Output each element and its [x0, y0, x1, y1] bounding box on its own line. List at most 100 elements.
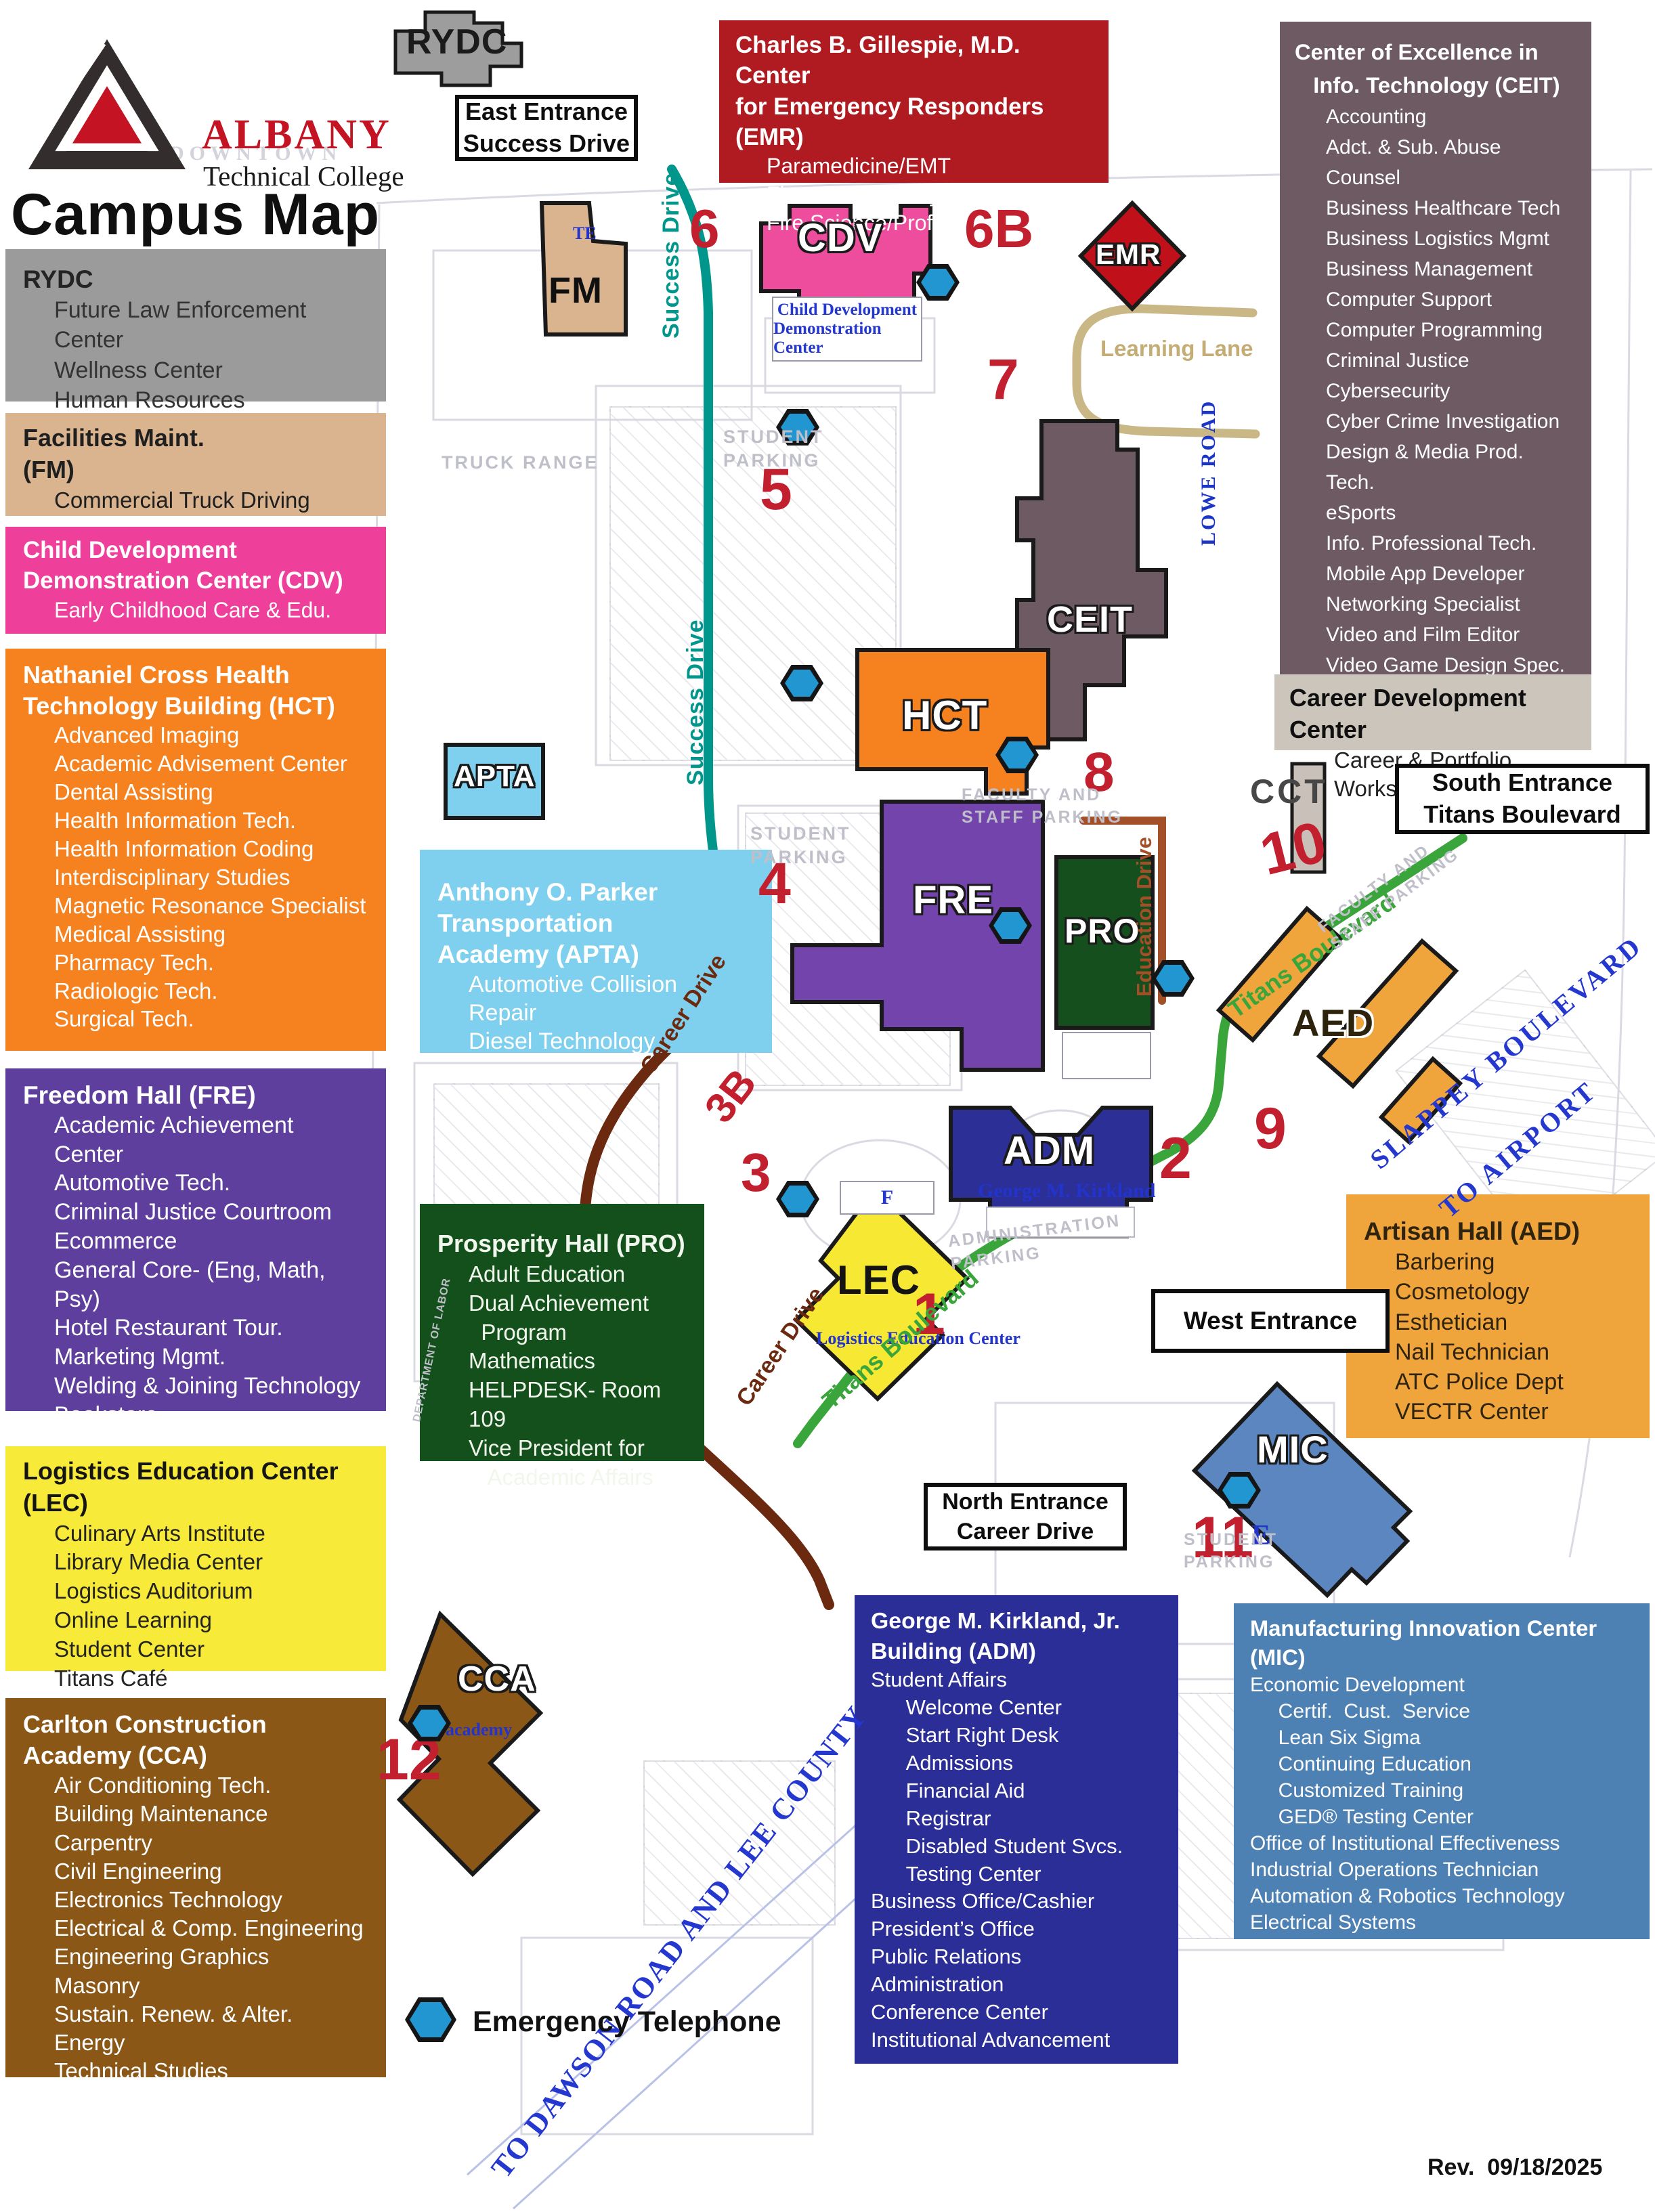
building-cdv [759, 204, 932, 308]
mic-subtext: E [1251, 1520, 1271, 1551]
rydc-items-line: Wellness Center [54, 357, 223, 383]
cca-items-line: Masonry [54, 1972, 140, 1998]
apta-items-line: Diesel Technology [469, 1028, 655, 1055]
cca-building-label: CCA [458, 1660, 536, 1699]
student-parking-label-mic: STUDENT PARKING [1184, 1530, 1278, 1571]
building-aed-b [1316, 938, 1459, 1089]
emr-building-label: EMR [1096, 238, 1161, 270]
aed-title-line: Artisan Hall (AED) [1364, 1217, 1581, 1245]
marker-2: 2 [1159, 1126, 1192, 1191]
cdv-subtext-box: Child Development Demonstration Center [772, 297, 922, 362]
marker-11: 11 [1192, 1505, 1253, 1570]
ceit-items-line: Mobile App Developer [1326, 563, 1525, 586]
hct-title-line: Technology Building (HCT) [23, 691, 335, 720]
fm-title-line: (FM) [23, 455, 74, 483]
cca-items-line: Building Maintenance [54, 1801, 268, 1827]
mic-items-line: GED® Testing Center [1250, 1806, 1474, 1828]
rydc-items-line: Future Law Enforcement Center [54, 297, 313, 353]
marker-6: 6 [689, 198, 720, 259]
cdc-title: Career Development Center [1289, 682, 1576, 746]
building-rydc [393, 10, 523, 87]
pro-items-line: Dual Achievement [469, 1290, 649, 1316]
adm-items-line: Business Office/Cashier [871, 1889, 1095, 1913]
aed-items-line: ATC Police Dept [1395, 1368, 1564, 1395]
west-entrance-box: West Entrance [1151, 1289, 1390, 1353]
adm-items-line: Conference Center [871, 2000, 1048, 2024]
adm-items-line: Financial Aid [871, 1778, 1025, 1802]
aed-items-line: VECTR Center [1395, 1399, 1549, 1425]
emr-title-line: for Emergency Responders (EMR) [735, 93, 1051, 150]
hct-items-line: Medical Assisting [54, 921, 226, 947]
fm-items-line: Commercial Truck Driving [54, 487, 310, 513]
building-pro [1054, 855, 1155, 1030]
building-cct [1290, 762, 1327, 874]
apta-title-line: Transportation [437, 908, 614, 937]
aed-items-line: Cosmetology [1395, 1279, 1530, 1305]
ceit-items-line: Computer Support [1326, 288, 1492, 311]
hct-building-label: HCT [902, 693, 988, 738]
cca-items-line: Electronics Technology [54, 1887, 282, 1912]
mic-building-label: MIC [1257, 1428, 1329, 1471]
emr-items-line: Fire Science/Prof. Firefighter [767, 210, 1049, 235]
success-drive-label-2: Success Drive [683, 619, 708, 786]
hct-items-line: Health Information Coding [54, 836, 314, 861]
apta-items-line: Automotive Collision [469, 971, 678, 997]
success-drive-label-1: Success Drive [658, 172, 684, 339]
fre-items-line: Marketing Mgmt. [54, 1344, 226, 1370]
aed-items-line: Nail Technician [1395, 1339, 1550, 1365]
ceit-building-label: CEIT [1047, 599, 1134, 640]
building-emr [1077, 200, 1187, 312]
parking-lot-hatch [643, 1760, 836, 1926]
adm-items-line: President’s Office [871, 1917, 1035, 1941]
fre-items-line: Bookstore [54, 1402, 158, 1428]
cdv-title-line: Demonstration Center (CDV) [23, 567, 343, 594]
ceit-items-line: Business Logistics Mgmt [1326, 227, 1550, 251]
building-cca [396, 1610, 544, 1878]
ceit-items-line: Design & Media Prod. Tech. [1326, 441, 1529, 494]
building-adm [949, 1106, 1153, 1238]
downtown-faint-label: DOWNTOWN [169, 142, 343, 165]
fm-subtext: TE [573, 223, 597, 243]
lec-subtext: Logistics Education Center [816, 1328, 1020, 1348]
cdc-title-line: Career Development Center [1289, 684, 1533, 743]
ceit-items-line: Info. Professional Tech. [1326, 532, 1537, 555]
adm-items-line: Start Right Desk [871, 1723, 1059, 1748]
ceit-items-line: Business Management [1326, 258, 1533, 281]
cca-items-line: Technical Studies [54, 2058, 228, 2084]
building-ceit [1015, 419, 1168, 741]
mic-items: Economic Development Certif. Cust. Servi… [1250, 1672, 1633, 1936]
lec-items-line: Culinary Arts Institute [54, 1520, 265, 1546]
fm-title-line: Facilities Maint. [23, 424, 205, 452]
building-fre [790, 800, 1045, 1072]
building-mic [1191, 1381, 1413, 1599]
cca-items-line: Electrical & Comp. Engineering [54, 1915, 364, 1941]
truck-range-label: TRUCK RANGE [442, 452, 599, 473]
hct-title-line: Nathaniel Cross Health [23, 661, 290, 689]
adm-items-line: Registrar [871, 1806, 991, 1830]
mic-title: Manufacturing Innovation Center(MIC) [1250, 1614, 1633, 1672]
adm-items-line: Institutional Advancement [871, 2028, 1111, 2052]
parking-lot-hatch [609, 406, 897, 761]
rydc-title: RYDC [23, 263, 368, 295]
ceit-items-line: Adct. & Sub. Abuse Counsel [1326, 136, 1507, 190]
emr-title-line: Charles B. Gillespie, M.D. Center [735, 32, 1027, 89]
fre-title-line: Freedom Hall (FRE) [23, 1081, 256, 1109]
fre-items-line: Welding & Joining Technology [54, 1373, 361, 1400]
education-drive-label: Education Drive [1132, 837, 1156, 997]
adm-items-line: Disabled Student Svcs. [871, 1834, 1123, 1858]
ceit-items-line: Video Game Design Spec. [1326, 654, 1565, 677]
hct-items-line: Health Information Tech. [54, 808, 297, 833]
cca-subtext: academy [446, 1720, 513, 1739]
learning-lane-label: Learning Lane [1100, 336, 1253, 361]
pro-subtext-box [1062, 1032, 1151, 1079]
marker-7: 7 [987, 347, 1019, 411]
mic-items-line: Industrial Operations Technician [1250, 1859, 1539, 1881]
cdv-title-line: Child Development [23, 537, 237, 563]
adm-building-label: ADM [1004, 1129, 1096, 1173]
